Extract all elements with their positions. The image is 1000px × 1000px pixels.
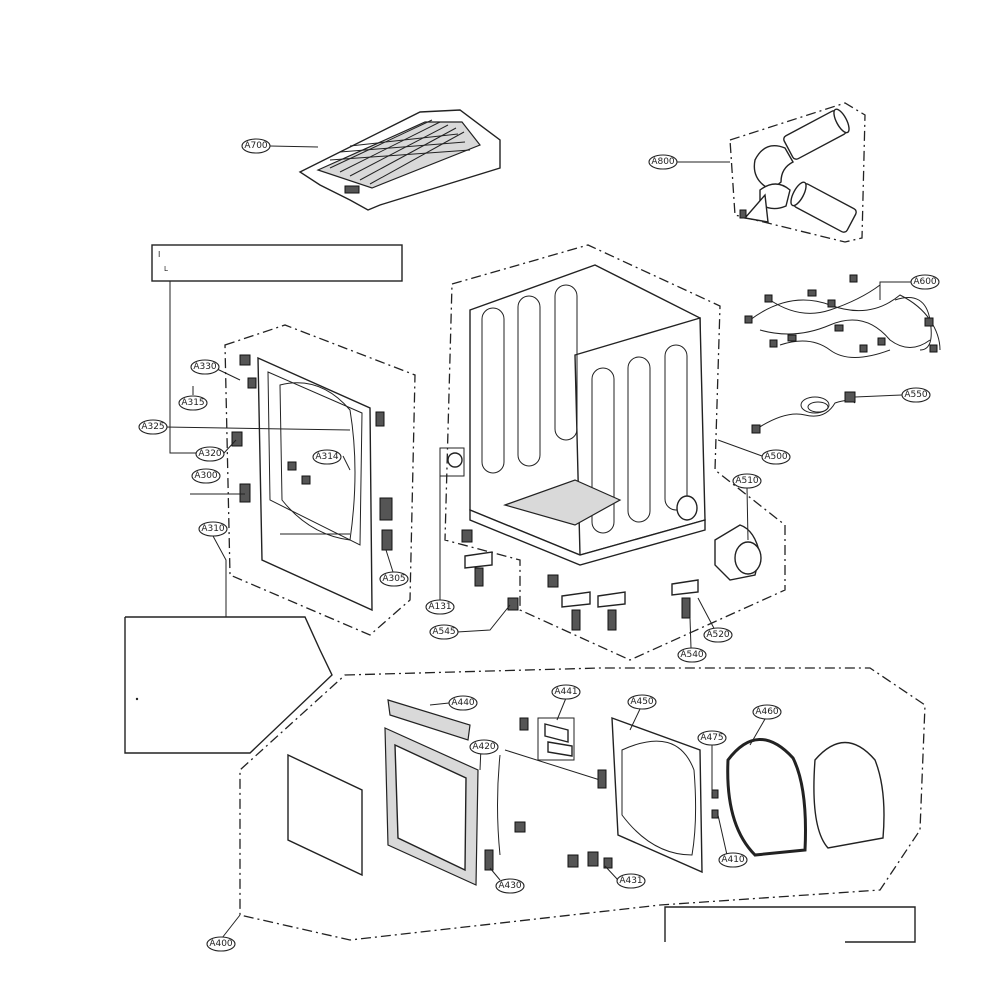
callout-a450-text: A450 bbox=[630, 697, 654, 707]
callout-a315-text: A315 bbox=[181, 398, 204, 408]
callout-a460-text: A460 bbox=[755, 707, 779, 717]
note-box-left bbox=[124, 616, 333, 754]
callout-a400-text: A400 bbox=[209, 939, 233, 949]
note-box-bottom bbox=[664, 906, 916, 943]
callout-a600-text: A600 bbox=[913, 277, 937, 287]
callout-a310-text: A310 bbox=[201, 524, 225, 534]
callout-a330-text: A330 bbox=[193, 362, 217, 372]
callout-a545-text: A545 bbox=[432, 627, 455, 637]
callout-a420: A420 bbox=[469, 739, 499, 755]
callout-a320-text: A320 bbox=[198, 449, 222, 459]
callout-a325-text: A325 bbox=[141, 422, 164, 432]
part-a600-wire-harness bbox=[744, 274, 941, 358]
callout-a440-text: A440 bbox=[451, 698, 475, 708]
callout-a315: A315 bbox=[178, 395, 208, 411]
callout-a700-text: A700 bbox=[244, 141, 268, 151]
part-a400-door-assembly bbox=[239, 667, 926, 941]
part-a800-vent-kit bbox=[729, 102, 866, 243]
callout-a131-text: A131 bbox=[428, 602, 451, 612]
callout-a400: A400 bbox=[206, 936, 236, 952]
part-a700-top-grille bbox=[298, 109, 501, 211]
callout-a325: A325 bbox=[138, 419, 168, 435]
callout-a540: A540 bbox=[677, 647, 707, 663]
note-box-top-line2: L bbox=[164, 265, 168, 273]
callout-a131: A131 bbox=[425, 599, 455, 615]
part-a550-power-cord bbox=[751, 391, 856, 434]
callout-a540-text: A540 bbox=[680, 650, 704, 660]
callout-a800: A800 bbox=[648, 154, 678, 170]
callout-a700: A700 bbox=[241, 138, 271, 154]
callout-a300: A300 bbox=[191, 468, 221, 484]
callout-a305-text: A305 bbox=[382, 574, 405, 584]
callout-a314-text: A314 bbox=[315, 452, 339, 462]
callout-a310: A310 bbox=[198, 521, 228, 537]
callout-a410: A410 bbox=[718, 852, 748, 868]
callout-a550-text: A550 bbox=[904, 390, 928, 400]
callout-a440: A440 bbox=[448, 695, 478, 711]
callout-a300-text: A300 bbox=[194, 471, 218, 481]
callout-a314: A314 bbox=[312, 449, 342, 465]
callout-a441-text: A441 bbox=[554, 687, 577, 697]
parts-legs-feet bbox=[461, 529, 699, 631]
note-box-top: I L bbox=[151, 244, 403, 282]
callout-a475-text: A475 bbox=[700, 733, 723, 743]
callout-a410-text: A410 bbox=[721, 855, 745, 865]
callout-a475: A475 bbox=[697, 730, 727, 746]
part-a500-cabinet bbox=[439, 244, 786, 661]
callout-a500-text: A500 bbox=[764, 452, 788, 462]
callout-a520-text: A520 bbox=[706, 630, 730, 640]
leader-lines bbox=[164, 145, 911, 939]
callout-a441: A441 bbox=[551, 684, 581, 700]
callout-a500: A500 bbox=[761, 449, 791, 465]
callout-a550: A550 bbox=[901, 387, 931, 403]
note-box-top-line1: I bbox=[158, 250, 160, 259]
callout-a430: A430 bbox=[495, 878, 525, 894]
callout-a510-text: A510 bbox=[735, 476, 759, 486]
callout-a520: A520 bbox=[703, 627, 733, 643]
part-a300-front-panel bbox=[224, 324, 416, 636]
callout-a431-text: A431 bbox=[619, 876, 642, 886]
callout-a450: A450 bbox=[627, 694, 657, 710]
callout-a320: A320 bbox=[195, 446, 225, 462]
callout-a800-text: A800 bbox=[651, 157, 675, 167]
callout-a545: A545 bbox=[429, 624, 459, 640]
callout-a420-text: A420 bbox=[472, 742, 496, 752]
callout-a305: A305 bbox=[379, 571, 409, 587]
callout-a460: A460 bbox=[752, 704, 782, 720]
callout-a600: A600 bbox=[910, 274, 940, 290]
callout-a330: A330 bbox=[190, 359, 220, 375]
callout-a431: A431 bbox=[616, 873, 646, 889]
callout-a430-text: A430 bbox=[498, 881, 522, 891]
part-a510-vent-duct bbox=[714, 524, 762, 581]
callout-a510: A510 bbox=[732, 473, 762, 489]
